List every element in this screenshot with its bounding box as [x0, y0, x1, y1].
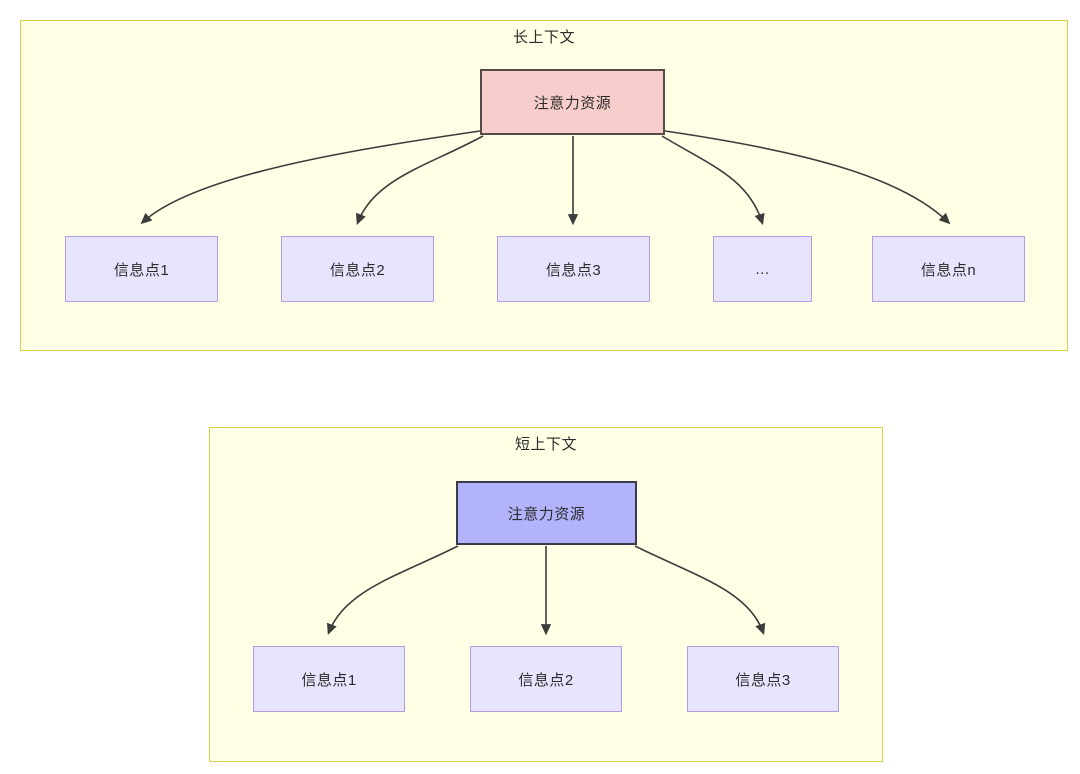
node-info-point-2-short[interactable]: 信息点2 [470, 646, 622, 712]
node-info-point-1-short[interactable]: 信息点1 [253, 646, 405, 712]
node-info-point-3-short[interactable]: 信息点3 [687, 646, 839, 712]
node-info-point-3-long[interactable]: 信息点3 [497, 236, 650, 302]
node-attention-resource-long[interactable]: 注意力资源 [480, 69, 665, 135]
node-info-point-n-long[interactable]: 信息点n [872, 236, 1025, 302]
group-title-short-context: 短上下文 [514, 436, 577, 453]
node-attention-resource-short[interactable]: 注意力资源 [456, 481, 637, 545]
node-info-point-ellipsis-long[interactable]: ... [713, 236, 812, 302]
group-title-long-context: 长上下文 [512, 29, 575, 46]
node-info-point-2-long[interactable]: 信息点2 [281, 236, 434, 302]
node-info-point-1-long[interactable]: 信息点1 [65, 236, 218, 302]
